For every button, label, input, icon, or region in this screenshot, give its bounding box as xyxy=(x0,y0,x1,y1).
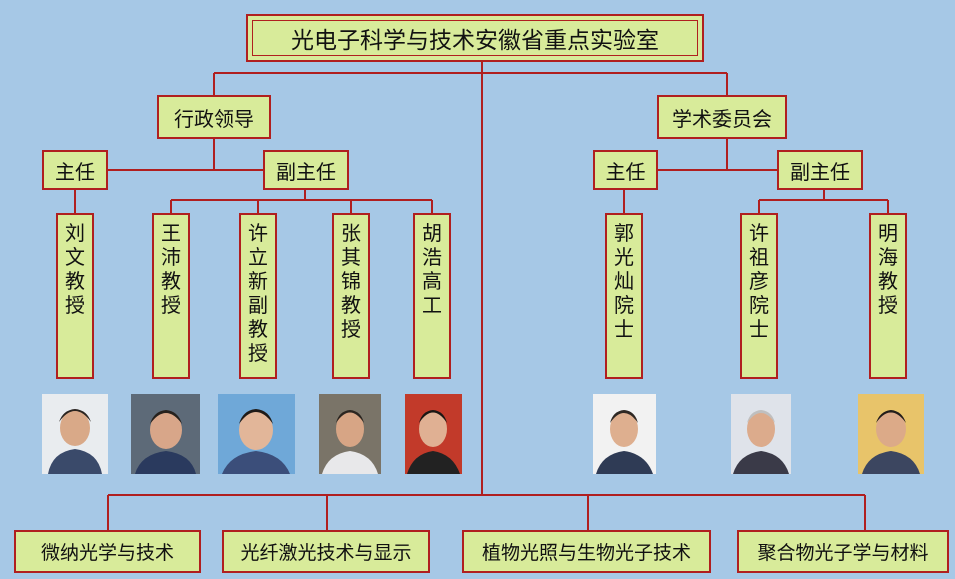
committee-director-label: 主任 xyxy=(605,159,646,184)
name-char: 新 xyxy=(248,269,268,293)
research-unit-label: 光纤激光技术与显示 xyxy=(240,542,412,564)
research-unit-box: 微纳光学与技术 xyxy=(14,530,201,573)
name-char: 浩 xyxy=(422,245,442,269)
name-char: 教 xyxy=(248,317,268,341)
name-char: 院 xyxy=(749,293,769,317)
name-char: 授 xyxy=(161,293,181,317)
name-char: 郭 xyxy=(614,221,634,245)
person-box-hu-hao: 胡 浩 高 工 xyxy=(413,213,451,379)
portrait-photo xyxy=(218,394,295,474)
name-char: 教 xyxy=(65,269,85,293)
person-box-xu-zuyan: 许 祖 彦 院 士 xyxy=(740,213,778,379)
person-box-liu-wen: 刘 文 教 授 xyxy=(56,213,94,379)
name-char: 沛 xyxy=(161,245,181,269)
name-char: 士 xyxy=(749,317,769,341)
name-char: 工 xyxy=(422,293,442,317)
portrait-photo xyxy=(42,394,108,474)
name-char: 祖 xyxy=(749,245,769,269)
portrait-photo xyxy=(858,394,924,474)
research-unit-label: 微纳光学与技术 xyxy=(40,542,174,564)
name-char: 明 xyxy=(878,221,898,245)
name-char: 授 xyxy=(65,293,85,317)
name-char: 海 xyxy=(878,245,898,269)
name-char: 许 xyxy=(749,221,769,245)
lab-title-box: 光电子科学与技术安徽省重点实验室 xyxy=(246,14,704,62)
committee-deputy-box: 副主任 xyxy=(777,150,863,190)
portrait-photo xyxy=(731,394,791,474)
person-box-wang-pei: 王 沛 教 授 xyxy=(152,213,190,379)
name-char: 教 xyxy=(161,269,181,293)
name-char: 光 xyxy=(614,245,634,269)
lab-title: 光电子科学与技术安徽省重点实验室 xyxy=(252,20,698,56)
name-char: 刘 xyxy=(65,221,85,245)
name-char: 灿 xyxy=(614,269,634,293)
academic-committee-box: 学术委员会 xyxy=(657,95,787,139)
name-char: 其 xyxy=(341,245,361,269)
academic-committee-label: 学术委员会 xyxy=(672,106,772,131)
research-unit-box: 植物光照与生物光子技术 xyxy=(462,530,711,573)
name-char: 张 xyxy=(341,221,361,245)
name-char: 授 xyxy=(341,317,361,341)
research-unit-box: 聚合物光子学与材料 xyxy=(737,530,949,573)
admin-deputy-label: 副主任 xyxy=(276,159,336,184)
name-char: 授 xyxy=(248,341,268,365)
admin-leadership-box: 行政领导 xyxy=(157,95,271,139)
name-char: 教 xyxy=(878,269,898,293)
name-char: 文 xyxy=(65,245,85,269)
research-unit-label: 聚合物光子学与材料 xyxy=(757,542,929,564)
name-char: 院 xyxy=(614,293,634,317)
name-char: 教 xyxy=(341,293,361,317)
research-unit-box: 光纤激光技术与显示 xyxy=(222,530,430,573)
name-char: 胡 xyxy=(422,221,442,245)
person-box-ming-hai: 明 海 教 授 xyxy=(869,213,907,379)
portrait-photo xyxy=(593,394,656,474)
person-box-zhang-qijin: 张 其 锦 教 授 xyxy=(332,213,370,379)
portrait-photo xyxy=(319,394,381,474)
portrait-photo xyxy=(405,394,462,474)
admin-director-label: 主任 xyxy=(55,159,95,184)
person-box-guo-guangcan: 郭 光 灿 院 士 xyxy=(605,213,643,379)
name-char: 授 xyxy=(878,293,898,317)
name-char: 副 xyxy=(248,293,268,317)
admin-leadership-label: 行政领导 xyxy=(174,106,254,131)
admin-director-box: 主任 xyxy=(42,150,108,190)
admin-deputy-box: 副主任 xyxy=(263,150,349,190)
person-box-xu-lixin: 许 立 新 副 教 授 xyxy=(239,213,277,379)
name-char: 士 xyxy=(614,317,634,341)
name-char: 立 xyxy=(248,245,268,269)
name-char: 许 xyxy=(248,221,268,245)
committee-director-box: 主任 xyxy=(593,150,658,190)
research-unit-label: 植物光照与生物光子技术 xyxy=(481,542,691,564)
name-char: 锦 xyxy=(341,269,361,293)
committee-deputy-label: 副主任 xyxy=(790,159,850,184)
portrait-photo xyxy=(131,394,200,474)
name-char: 王 xyxy=(161,221,181,245)
name-char: 高 xyxy=(422,269,442,293)
name-char: 彦 xyxy=(749,269,769,293)
